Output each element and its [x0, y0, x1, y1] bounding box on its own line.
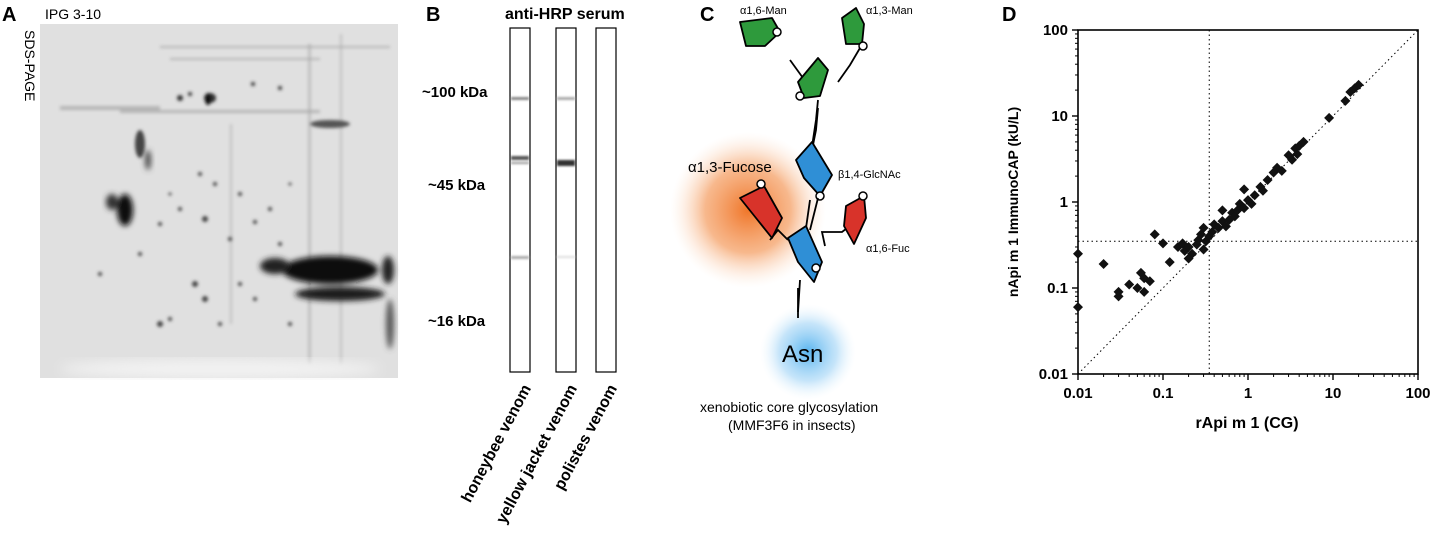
lane-label-honeybee: honeybee venom	[458, 382, 536, 506]
lane-strip-honeybee	[509, 27, 531, 373]
mannose-a13	[841, 7, 868, 51]
x-tick-label: 0.01	[1063, 385, 1092, 402]
panel-a-letter: A	[2, 4, 17, 26]
panel-a-top-label: IPG 3-10	[45, 6, 102, 22]
x-tick-label: 0.1	[1153, 385, 1174, 402]
data-point	[1257, 185, 1268, 196]
data-point	[1191, 239, 1202, 250]
lane-label-polistes: polistes venom	[551, 382, 622, 493]
data-point	[1204, 231, 1215, 242]
fucose-a13	[739, 179, 783, 239]
data-point	[1073, 302, 1083, 313]
label-asn: Asn	[782, 341, 823, 368]
data-point	[1353, 79, 1364, 90]
data-point	[1207, 226, 1218, 237]
data-point	[1246, 198, 1257, 209]
data-point	[1164, 257, 1175, 268]
y-axis-label: nApi m 1 ImmunoCAP (kU/L)	[1005, 107, 1021, 297]
marker-16kda: ~16 kDa	[428, 313, 486, 330]
y-tick-label: 100	[1043, 22, 1068, 39]
data-point	[1149, 229, 1160, 240]
x-tick-label: 10	[1325, 385, 1342, 402]
caption-line1: xenobiotic core glycosylation	[700, 399, 878, 415]
panel-c-letter: C	[700, 4, 715, 26]
data-point	[1213, 222, 1224, 233]
scatter-chart: 0.01 0.1 1 10 100 0.01 0.1 1 10 100 rApi m 1 (CG)…	[1005, 22, 1431, 432]
label-fuc16: α1,6-Fuc	[866, 243, 910, 255]
glcnac-lower	[787, 225, 823, 283]
data-point	[1234, 198, 1245, 209]
data-point	[1287, 154, 1298, 165]
label-man13: α1,3-Man	[866, 5, 913, 17]
data-point	[1113, 286, 1124, 297]
caption-line2: (MMF3F6 in insects)	[728, 417, 856, 433]
label-man16: α1,6-Man	[740, 5, 787, 17]
data-point	[1198, 244, 1209, 255]
x-axis-label: rApi m 1 (CG)	[1195, 415, 1298, 432]
y-tick-label: 0.01	[1039, 366, 1068, 383]
data-point	[1340, 95, 1351, 106]
asn-glow	[760, 304, 856, 400]
glcnac-upper	[795, 141, 833, 201]
data-point	[1158, 238, 1168, 249]
data-point	[1183, 241, 1194, 252]
data-point	[1272, 162, 1283, 173]
data-point	[1298, 136, 1309, 147]
data-point	[1255, 181, 1266, 192]
y-tick-label: 1	[1060, 194, 1068, 211]
gel-image	[40, 24, 398, 379]
data-point	[1249, 190, 1260, 201]
mannose-a16	[739, 17, 782, 47]
data-point	[1139, 286, 1150, 297]
data-point	[1144, 276, 1155, 287]
label-fuc13: α1,3-Fucose	[688, 159, 772, 176]
glycan-diagram: α1,6-Man α1,3-Man β1,4-GlcNAc α1,3-Fucos…	[670, 5, 913, 433]
data-point	[1183, 253, 1194, 264]
marker-45kda: ~45 kDa	[428, 177, 486, 194]
panel-b-letter: B	[426, 4, 441, 26]
fucose-a16	[843, 191, 868, 245]
data-point	[1345, 87, 1356, 98]
data-point	[1276, 165, 1287, 176]
fucose-glow	[670, 132, 826, 288]
data-point	[1239, 184, 1250, 195]
y-tick-label: 10	[1051, 108, 1068, 125]
y-tick-label: 0.1	[1047, 280, 1068, 297]
data-point	[1227, 207, 1238, 218]
marker-100kda: ~100 kDa	[422, 84, 488, 101]
data-point	[1217, 216, 1228, 227]
panel-b-title: anti-HRP serum	[505, 6, 625, 23]
data-point	[1124, 279, 1135, 290]
data-point	[1262, 175, 1273, 186]
data-point	[1292, 149, 1303, 160]
lane-strip-polistes	[595, 27, 617, 373]
panel-a-side-label: SDS-PAGE	[22, 30, 38, 102]
panel-d-letter: D	[1002, 4, 1017, 26]
lane-strip-yellow-jacket	[555, 27, 577, 373]
blot-strips	[509, 27, 617, 373]
label-glcnac: β1,4-GlcNAc	[838, 169, 901, 181]
x-tick-label: 100	[1405, 385, 1430, 402]
data-point	[1073, 248, 1083, 259]
data-point	[1239, 203, 1250, 214]
data-point	[1217, 205, 1228, 216]
x-tick-label: 1	[1244, 385, 1252, 402]
data-point	[1098, 259, 1109, 270]
data-point	[1232, 205, 1243, 216]
data-point	[1132, 283, 1143, 293]
data-point	[1324, 112, 1335, 123]
data-point	[1172, 241, 1183, 252]
data-point	[1198, 222, 1209, 233]
mannose-core	[795, 57, 829, 101]
data-point	[1229, 211, 1240, 222]
